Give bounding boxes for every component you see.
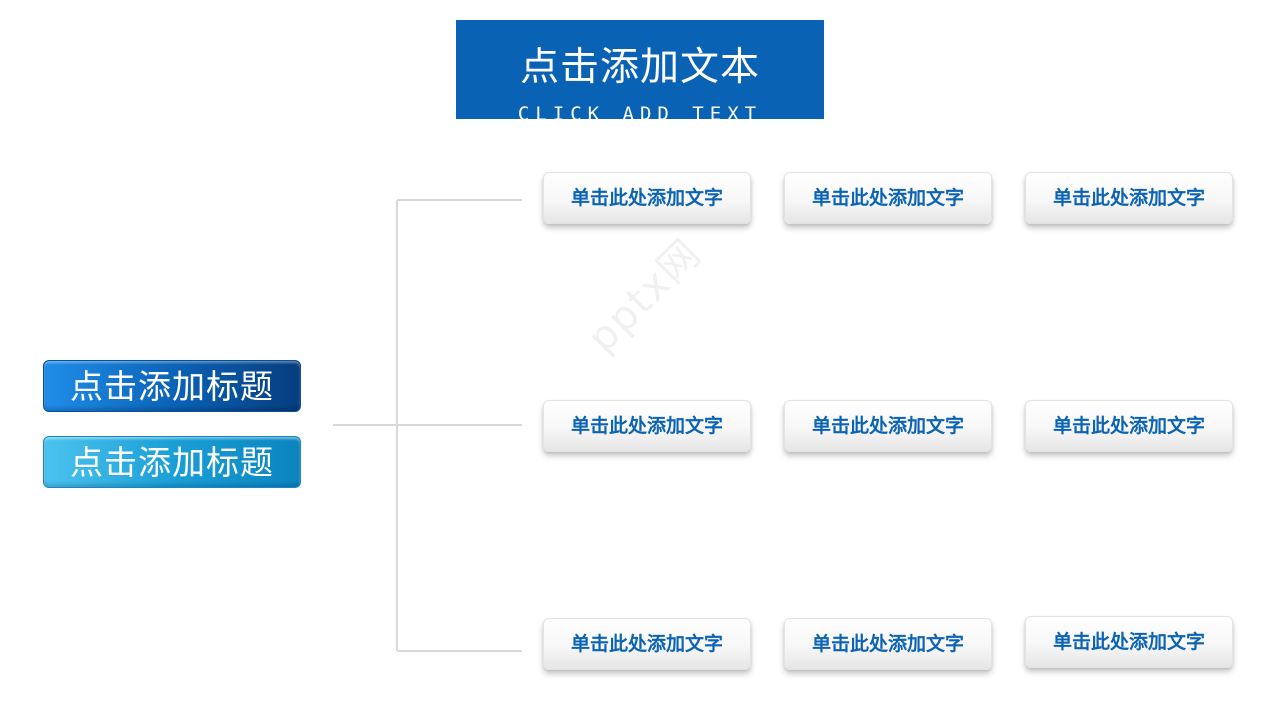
header-banner: 点击添加文本 CLICK ADD TEXT <box>456 20 824 125</box>
text-card-r1-c3[interactable]: 单击此处添加文字 <box>1025 172 1233 224</box>
text-card-r2-c2[interactable]: 单击此处添加文字 <box>784 400 992 452</box>
header-subtitle[interactable]: CLICK ADD TEXT <box>517 103 763 125</box>
title-button-secondary[interactable]: 点击添加标题 <box>43 436 301 488</box>
text-card-r3-c2[interactable]: 单击此处添加文字 <box>784 618 992 670</box>
text-card-r1-c1[interactable]: 单击此处添加文字 <box>543 172 751 224</box>
header-title[interactable]: 点击添加文本 <box>519 45 760 90</box>
title-button-primary[interactable]: 点击添加标题 <box>43 360 301 412</box>
text-card-r3-c3[interactable]: 单击此处添加文字 <box>1025 616 1233 668</box>
text-card-r1-c2[interactable]: 单击此处添加文字 <box>784 172 992 224</box>
text-card-r3-c1[interactable]: 单击此处添加文字 <box>543 618 751 670</box>
text-card-r2-c3[interactable]: 单击此处添加文字 <box>1025 400 1233 452</box>
text-card-r2-c1[interactable]: 单击此处添加文字 <box>543 400 751 452</box>
